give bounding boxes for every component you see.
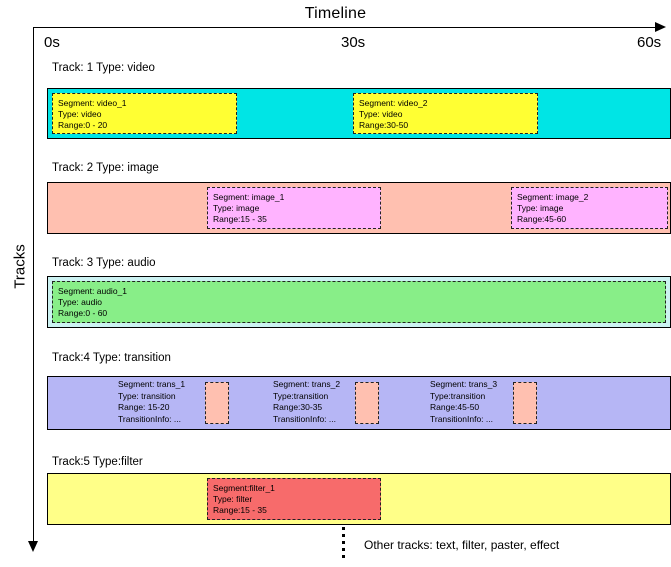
segment-name: Segment: image_1 bbox=[213, 192, 285, 202]
tracks-axis-label: Tracks bbox=[11, 244, 29, 289]
segment-range: Range:15 - 35 bbox=[213, 505, 267, 515]
track-label-4: Track:4 Type: transition bbox=[52, 352, 171, 364]
segment-name: Segment:filter_1 bbox=[213, 483, 275, 493]
segment-name: Segment: audio_1 bbox=[58, 286, 127, 296]
tick-label-30s: 30s bbox=[341, 34, 366, 51]
segment-range: Range:30-35 bbox=[273, 402, 323, 412]
segment-name: Segment: trans_2 bbox=[273, 379, 341, 389]
tick-label-0s: 0s bbox=[44, 34, 60, 51]
segment-name: Segment: trans_3 bbox=[430, 379, 498, 389]
segment-range: Range:45-50 bbox=[430, 402, 480, 412]
segment-range: Range:15 - 35 bbox=[213, 214, 267, 224]
vertical-ellipsis-icon bbox=[342, 527, 345, 561]
segment-range: Range:45-60 bbox=[517, 214, 567, 224]
segment-name: Segment: image_2 bbox=[517, 192, 589, 202]
segment-type: Type: audio bbox=[58, 297, 102, 307]
segment-type: Type: image bbox=[517, 203, 564, 213]
segment-type: Type: video bbox=[359, 109, 403, 119]
other-tracks-note: Other tracks: text, filter, paster, effe… bbox=[364, 538, 560, 552]
segment-transition-info: TransitionInfo: ... bbox=[273, 413, 336, 424]
segment-type: Type:transition bbox=[273, 390, 329, 401]
segment-trans-3-box[interactable] bbox=[513, 382, 537, 424]
segment-range: Range:0 - 20 bbox=[58, 120, 108, 130]
segment-trans-1-text: Segment: trans_1 Type: transition Range:… bbox=[118, 379, 185, 425]
segment-trans-2-text: Segment: trans_2 Type:transition Range:3… bbox=[273, 379, 340, 425]
timeline-axis-line bbox=[33, 27, 661, 28]
segment-range: Range:0 - 60 bbox=[58, 308, 108, 318]
track-label-1: Track: 1 Type: video bbox=[52, 62, 155, 74]
segment-image-2[interactable]: Segment: image_2 Type: image Range:45-60 bbox=[511, 187, 668, 229]
segment-transition-info: TransitionInfo: ... bbox=[118, 413, 181, 424]
track-label-5: Track:5 Type:filter bbox=[52, 456, 143, 468]
tracks-axis-line bbox=[33, 27, 34, 547]
segment-image-1[interactable]: Segment: image_1 Type: image Range:15 - … bbox=[207, 187, 381, 229]
segment-trans-3-text: Segment: trans_3 Type:transition Range:4… bbox=[430, 379, 497, 425]
segment-name: Segment: trans_1 bbox=[118, 379, 186, 389]
track-label-2: Track: 2 Type: image bbox=[52, 162, 159, 174]
segment-audio-1[interactable]: Segment: audio_1 Type: audio Range:0 - 6… bbox=[52, 281, 666, 323]
timeline-axis-arrow-icon bbox=[655, 22, 666, 32]
segment-range: Range: 15-20 bbox=[118, 402, 170, 412]
segment-video-1[interactable]: Segment: video_1 Type: video Range:0 - 2… bbox=[52, 93, 237, 134]
page-title: Timeline bbox=[304, 5, 367, 22]
segment-transition-info: TransitionInfo: ... bbox=[430, 413, 493, 424]
segment-type: Type: transition bbox=[118, 390, 176, 401]
segment-name: Segment: video_1 bbox=[58, 98, 127, 108]
tick-label-60s: 60s bbox=[637, 34, 662, 51]
segment-filter-1[interactable]: Segment:filter_1 Type: filter Range:15 -… bbox=[207, 478, 381, 520]
segment-type: Type:transition bbox=[430, 390, 486, 401]
segment-type: Type: image bbox=[213, 203, 260, 213]
segment-range: Range:30-50 bbox=[359, 120, 409, 130]
segment-type: Type: video bbox=[58, 109, 102, 119]
segment-type: Type: filter bbox=[213, 494, 253, 504]
segment-trans-2-box[interactable] bbox=[355, 382, 379, 424]
segment-name: Segment: video_2 bbox=[359, 98, 428, 108]
segment-video-2[interactable]: Segment: video_2 Type: video Range:30-50 bbox=[353, 93, 538, 134]
tracks-axis-arrow-icon bbox=[28, 541, 38, 552]
track-label-3: Track: 3 Type: audio bbox=[52, 257, 156, 269]
segment-trans-1-box[interactable] bbox=[205, 382, 229, 424]
